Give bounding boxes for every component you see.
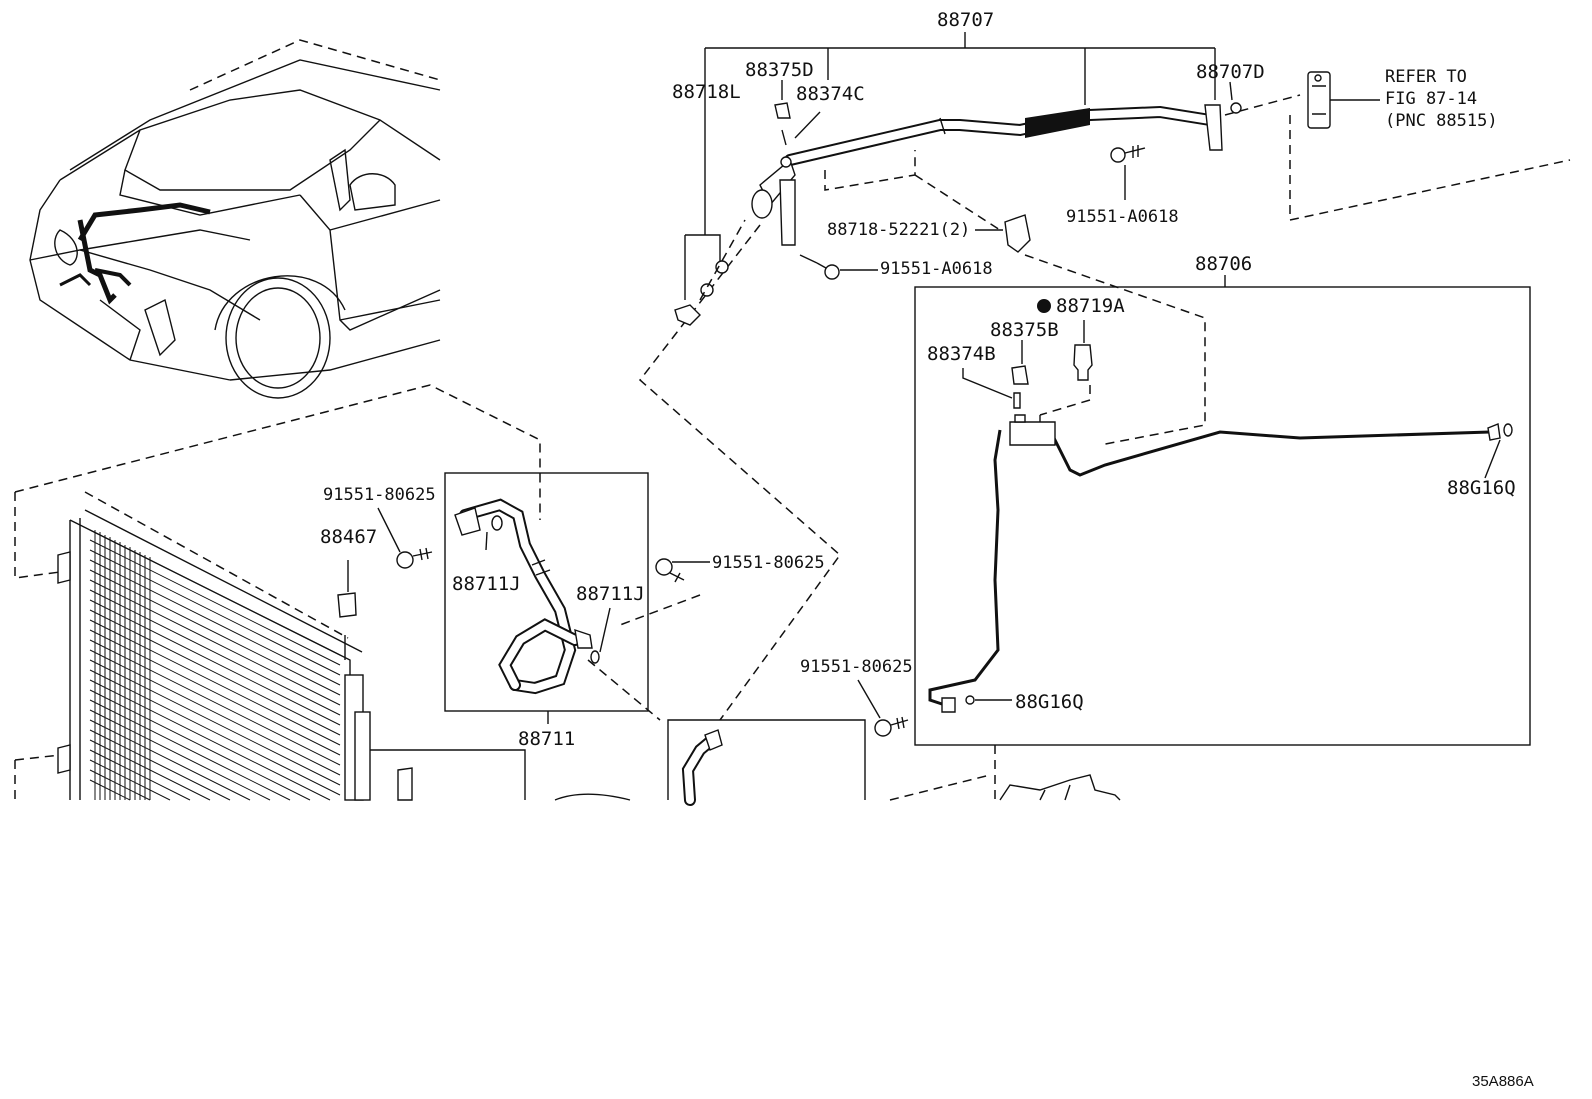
label-88G16Q-left: 88G16Q	[1015, 691, 1084, 713]
label-91551-80625-a: 91551-80625	[323, 485, 436, 505]
label-88374B: 88374B	[927, 343, 996, 365]
label-88375B: 88375B	[990, 319, 1059, 341]
vehicle-illustration	[29, 39, 441, 399]
label-88711: 88711	[518, 728, 575, 750]
diagram-code: 35A886A	[1472, 1073, 1534, 1090]
refer-line-3: (PNC 88515)	[1385, 111, 1498, 131]
label-88718-52221: 88718-52221(2)	[827, 220, 970, 240]
condenser	[57, 509, 631, 801]
compressor-partial	[999, 774, 1121, 801]
label-88718L: 88718L	[672, 81, 741, 103]
label-91551-A0618-right: 91551-A0618	[1066, 207, 1179, 227]
label-88707: 88707	[937, 9, 994, 31]
expansion-valve	[1307, 71, 1380, 129]
part-88711-box	[444, 472, 649, 724]
part-88706-box	[914, 275, 1531, 746]
label-88711J-a: 88711J	[452, 573, 521, 595]
label-88706: 88706	[1195, 253, 1252, 275]
compressor-hose-box	[667, 719, 866, 806]
label-91551-A0618-left: 91551-A0618	[880, 259, 993, 279]
label-91551-80625-c: 91551-80625	[800, 657, 913, 677]
label-88707D: 88707D	[1196, 61, 1265, 83]
label-88711J-b: 88711J	[576, 583, 645, 605]
label-88719A: 88719A	[1056, 295, 1125, 317]
label-88375D: 88375D	[745, 59, 814, 81]
label-88G16Q-right: 88G16Q	[1447, 477, 1516, 499]
part-88707-group	[674, 32, 1242, 326]
condenser-fins	[89, 529, 341, 801]
bolts	[377, 507, 909, 737]
label-88374C: 88374C	[796, 83, 865, 105]
part-labels: 88707 88375D 88374C 88718L 88707D REFER …	[320, 9, 1534, 1090]
refer-line-2: FIG 87-14	[1385, 89, 1477, 109]
label-88467: 88467	[320, 526, 377, 548]
label-91551-80625-b: 91551-80625	[712, 553, 825, 573]
reference-dashed-lines	[14, 94, 1571, 801]
refer-line-1: REFER TO	[1385, 67, 1467, 87]
